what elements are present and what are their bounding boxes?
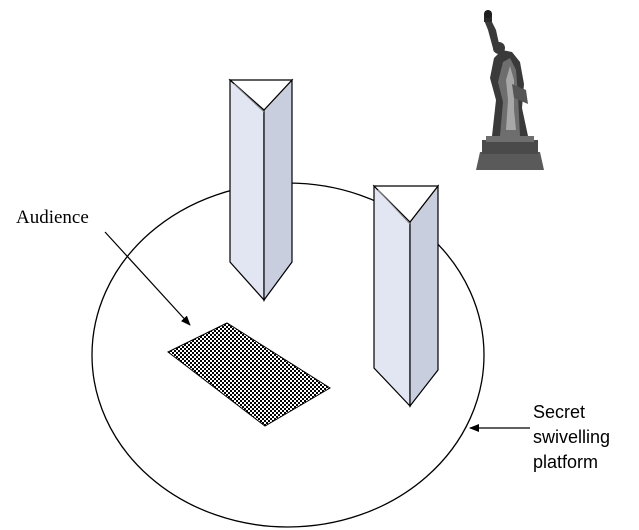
prism-left-front-face <box>229 78 265 302</box>
prism-right-side-face <box>409 184 439 408</box>
statue-of-liberty-icon <box>476 10 544 170</box>
prism-left <box>228 78 294 302</box>
audience-arrow <box>104 231 191 326</box>
prism-right <box>372 184 440 408</box>
prism-right-front-face <box>373 184 411 408</box>
audience-area <box>167 322 331 427</box>
platform-label-line-3: platform <box>533 452 598 472</box>
prism-right-top-face <box>372 185 440 223</box>
platform-label-line-2: swivelling <box>533 427 610 447</box>
prism-left-top-face <box>228 79 294 111</box>
audience-label: Audience <box>16 207 89 228</box>
prism-left-side-face <box>263 78 293 302</box>
platform-label-line-1: Secret <box>533 402 585 422</box>
